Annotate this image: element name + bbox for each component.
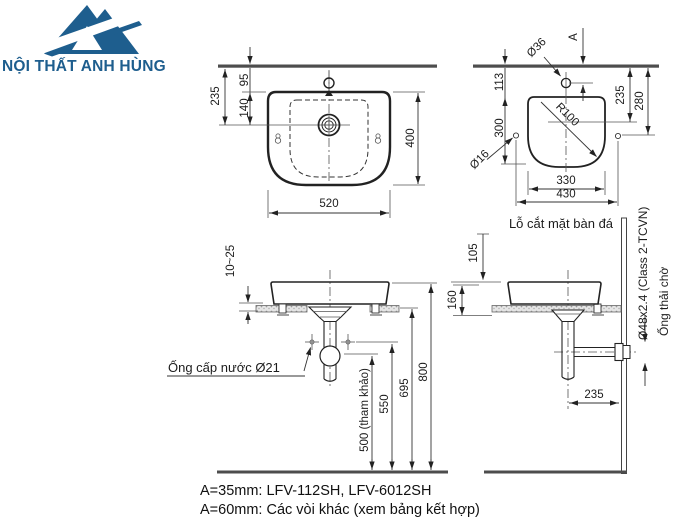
dim-113-300: 113 300 xyxy=(494,49,526,165)
dim-r100: R100 xyxy=(540,101,597,157)
drain-assembly xyxy=(550,309,631,380)
basin-front xyxy=(270,281,390,305)
svg-text:300: 300 xyxy=(494,118,506,137)
svg-text:235: 235 xyxy=(615,85,627,104)
faucet-hole xyxy=(323,71,335,96)
dim-520: 520 xyxy=(267,190,391,218)
svg-text:235: 235 xyxy=(210,86,222,105)
front-view-drawing: 10~25 Ống cấp nước Ø21 500 (tham khảo) 5… xyxy=(167,245,448,474)
cutout-caption: Lỗ cắt mặt bàn đá xyxy=(509,216,614,231)
svg-text:235: 235 xyxy=(584,389,603,401)
dim-280: 280 xyxy=(614,68,655,140)
cutout-outline xyxy=(527,96,606,168)
svg-text:160: 160 xyxy=(447,290,459,309)
wall-section xyxy=(218,64,437,68)
svg-text:95: 95 xyxy=(239,74,251,87)
dim-500: 500 (tham khảo) xyxy=(359,356,375,470)
cutout-view-drawing: A Ø36 113 300 Ø16 R100 xyxy=(468,28,659,231)
dim-dia36: Ø36 xyxy=(525,36,561,77)
mounting-bolts xyxy=(277,303,382,316)
svg-text:140: 140 xyxy=(239,98,251,117)
dim-dia16: Ø16 xyxy=(468,132,520,172)
svg-text:695: 695 xyxy=(399,378,411,397)
svg-text:A: A xyxy=(568,33,580,41)
svg-text:500 (tham khảo): 500 (tham khảo) xyxy=(359,368,371,452)
supply-stub-marks xyxy=(305,334,355,350)
dim-550: 550 xyxy=(379,344,395,470)
fixing-hole-left xyxy=(512,132,520,139)
fixing-hole-right xyxy=(614,132,622,140)
overflow-marks xyxy=(274,133,382,144)
svg-text:10~25: 10~25 xyxy=(225,245,237,277)
floor-line xyxy=(484,470,627,474)
svg-text:Ống cấp nước Ø21: Ống cấp nước Ø21 xyxy=(168,360,280,375)
svg-text:800: 800 xyxy=(418,362,430,381)
company-logo: NỘI THẤT ANH HÙNG xyxy=(2,5,166,75)
svg-text:105: 105 xyxy=(468,243,480,262)
svg-text:330: 330 xyxy=(556,175,575,187)
svg-text:550: 550 xyxy=(379,394,391,413)
company-name: NỘI THẤT ANH HÙNG xyxy=(2,57,166,75)
svg-text:R100: R100 xyxy=(553,101,581,129)
footer-notes: A=35mm: LFV-112SH, LFV-6012SH A=60mm: Cá… xyxy=(200,483,480,518)
countertop-slab xyxy=(369,305,400,313)
side-view-drawing: 105 160 235 Ø48x2.4 (Class 2-TCVN) Ống t… xyxy=(447,207,671,474)
dim-a: A xyxy=(568,28,593,101)
svg-text:520: 520 xyxy=(319,198,338,210)
wall-section xyxy=(473,64,659,68)
dim-235-left: 235 xyxy=(210,69,228,125)
dim-400: 400 xyxy=(393,91,425,186)
note-line-2: A=60mm: Các vòi khác (xem bảng kết hợp) xyxy=(200,502,480,518)
dim-695: 695 xyxy=(399,309,415,470)
svg-text:280: 280 xyxy=(634,91,646,110)
pipe-stub xyxy=(622,345,631,359)
bottle-trap xyxy=(319,345,341,367)
dim-235-right: 235 xyxy=(615,68,633,122)
pipe-coupling xyxy=(614,342,624,362)
dim-95-140: 95 140 xyxy=(239,68,266,125)
svg-text:430: 430 xyxy=(556,189,575,201)
dim-430: 430 xyxy=(515,140,619,206)
drain-hole xyxy=(317,113,341,137)
waste-pipe-label: Ống thải chờ xyxy=(656,267,671,336)
svg-text:Ø36: Ø36 xyxy=(525,36,549,60)
basin-inner-edge xyxy=(289,99,369,178)
svg-text:Ø16: Ø16 xyxy=(468,148,492,172)
basin-outline xyxy=(266,90,392,187)
waste-pipe-labels: Ø48x2.4 (Class 2-TCVN) Ống thải chờ xyxy=(636,207,671,386)
floor-line xyxy=(217,470,448,474)
faucet-hole xyxy=(560,72,572,95)
pipe-spec-label: Ø48x2.4 (Class 2-TCVN) xyxy=(636,207,650,340)
dim-800: 800 xyxy=(418,284,434,470)
dim-gap-10-25: 10~25 xyxy=(225,245,263,324)
dim-105: 105 xyxy=(451,233,501,283)
top-view-drawing: 235 95 140 400 520 xyxy=(210,47,437,218)
drain-assembly xyxy=(307,306,353,382)
supply-pipe-label: Ống cấp nước Ø21 xyxy=(167,347,312,377)
dim-330: 330 xyxy=(527,171,606,195)
dim-160: 160 xyxy=(447,284,492,316)
svg-text:400: 400 xyxy=(405,128,417,147)
basin-side xyxy=(507,281,602,305)
dim-235-side: 235 xyxy=(569,389,619,406)
note-line-1: A=35mm: LFV-112SH, LFV-6012SH xyxy=(200,483,431,499)
svg-text:113: 113 xyxy=(494,73,506,91)
logo-mark-icon xyxy=(34,5,142,57)
